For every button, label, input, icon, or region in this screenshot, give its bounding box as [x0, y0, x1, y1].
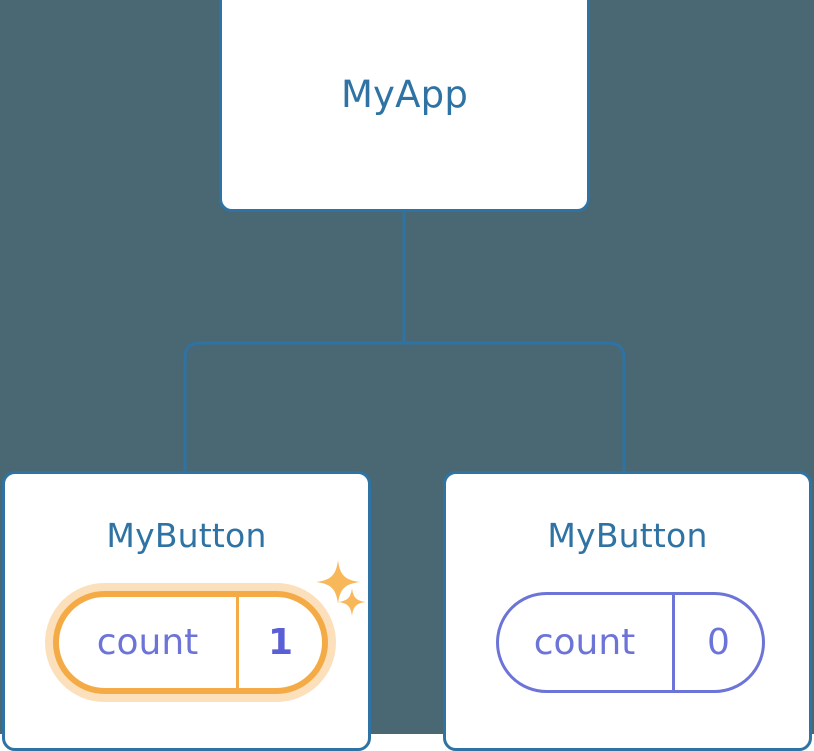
node-mybutton-right-title: MyButton	[547, 516, 708, 555]
node-myapp[interactable]: MyApp	[219, 0, 590, 212]
sparkle-large-icon	[316, 560, 360, 604]
state-pill-highlight-left: count 1	[45, 583, 336, 702]
connector-branch-bar	[183, 341, 626, 471]
state-pill-right-value: 0	[707, 622, 730, 663]
node-mybutton-left[interactable]: MyButton count 1	[2, 471, 371, 751]
tree-connectors	[183, 211, 626, 471]
state-pill-wrap-left: count 1	[5, 578, 368, 708]
state-pill-left-value: 1	[267, 622, 294, 663]
sparkle-small-icon	[338, 588, 366, 616]
state-pill-left-label: count	[59, 597, 239, 688]
node-mybutton-right[interactable]: MyButton count 0	[443, 471, 812, 751]
node-mybutton-left-title: MyButton	[106, 516, 267, 555]
state-pill-left[interactable]: count 1	[53, 591, 328, 694]
state-pill-wrap-right: count 0	[446, 578, 809, 708]
state-pill-right[interactable]: count 0	[496, 592, 765, 693]
state-pill-right-label: count	[499, 595, 675, 690]
node-myapp-title: MyApp	[340, 73, 469, 116]
